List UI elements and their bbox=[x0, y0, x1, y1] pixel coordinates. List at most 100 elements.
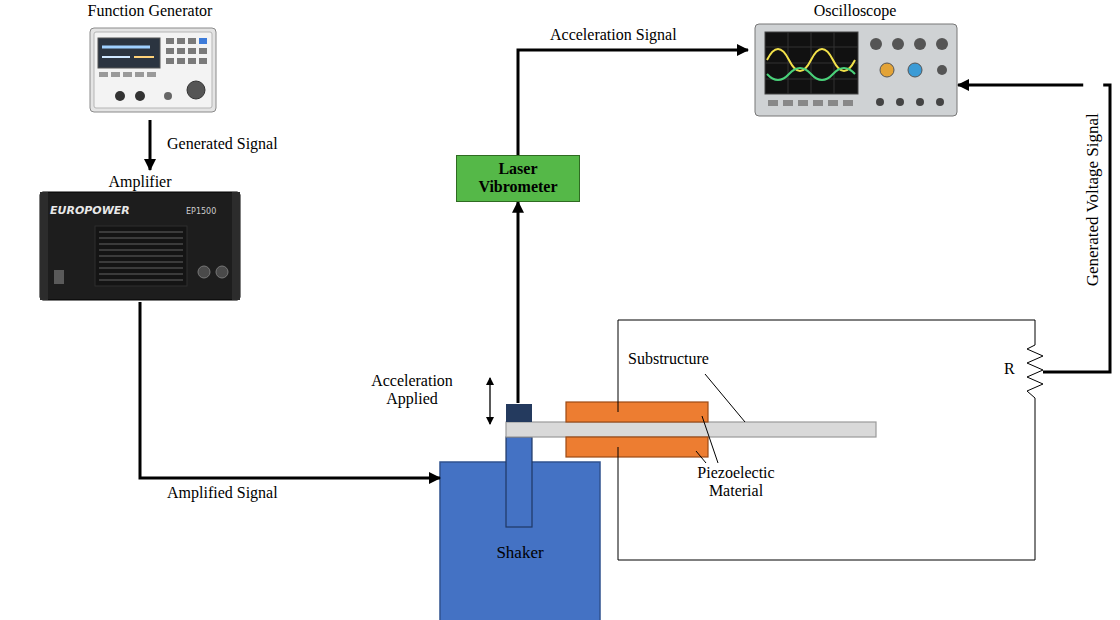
soft-key bbox=[135, 72, 144, 77]
soft-key bbox=[111, 72, 120, 77]
amplifier-case bbox=[40, 192, 240, 300]
circuit-wire bbox=[618, 398, 1035, 560]
brand-text: EUROPOWER bbox=[50, 205, 130, 218]
scope-knob bbox=[914, 38, 926, 50]
amplifier: Amplifier bbox=[38, 170, 242, 302]
signal-label: Generated Voltage Signal bbox=[1083, 50, 1103, 350]
leader-line bbox=[696, 451, 706, 463]
node-text: Laser Vibrometer bbox=[462, 160, 574, 197]
probe-input bbox=[916, 98, 924, 106]
signal-arrow bbox=[518, 50, 748, 155]
circuit-wire bbox=[618, 320, 1035, 412]
signal-arrow bbox=[517, 202, 520, 403]
acceleration-label: Acceleration Applied bbox=[362, 372, 462, 409]
soft-key bbox=[147, 72, 156, 77]
node-text: Shaker bbox=[440, 543, 600, 563]
acceleration-arrow bbox=[489, 378, 490, 424]
scope-button bbox=[768, 100, 778, 106]
key bbox=[188, 48, 196, 54]
key bbox=[199, 58, 207, 64]
probe-input bbox=[936, 98, 944, 106]
key bbox=[188, 38, 196, 44]
generator-screen bbox=[98, 38, 160, 68]
key bbox=[177, 48, 185, 54]
amplifier-picture bbox=[40, 192, 240, 300]
scope-screen bbox=[765, 32, 858, 94]
piezo-layer bbox=[566, 437, 708, 457]
scope-case bbox=[755, 24, 957, 116]
screen-grid bbox=[765, 32, 858, 94]
piezo-layer bbox=[566, 402, 708, 422]
bnc-connector bbox=[135, 91, 145, 101]
part-label: Piezoelectic Material bbox=[686, 464, 786, 501]
clamp-block bbox=[506, 404, 532, 422]
shaker-stem bbox=[506, 437, 532, 527]
node-text: Amplifier bbox=[38, 173, 242, 191]
key bbox=[199, 38, 207, 44]
signal-arrow bbox=[149, 120, 152, 170]
key bbox=[166, 58, 174, 64]
key bbox=[199, 48, 207, 54]
scope-button bbox=[798, 100, 808, 106]
signal-label: Amplified Signal bbox=[165, 484, 280, 502]
scope-button bbox=[783, 100, 793, 106]
probe-input bbox=[876, 98, 884, 106]
model-text: EP1500 bbox=[186, 207, 216, 216]
key bbox=[177, 58, 185, 64]
rack-ear bbox=[40, 192, 48, 300]
key bbox=[188, 58, 196, 64]
generator-panel bbox=[94, 32, 212, 108]
key bbox=[177, 38, 185, 44]
scope-knob bbox=[892, 38, 904, 50]
rack-ear bbox=[232, 192, 240, 300]
resistor-label: R bbox=[1004, 360, 1015, 378]
vent-grille bbox=[95, 226, 187, 286]
resistor-symbol bbox=[1027, 345, 1043, 398]
scope-knob bbox=[936, 38, 948, 50]
scope-knob bbox=[937, 65, 947, 75]
oscilloscope-picture bbox=[755, 24, 957, 116]
signal-label: Generated Signal bbox=[165, 135, 280, 153]
soft-key bbox=[99, 72, 108, 77]
oscilloscope: Oscilloscope bbox=[748, 2, 962, 118]
node-text: Oscilloscope bbox=[748, 2, 962, 20]
dial-knob bbox=[187, 81, 205, 99]
part-label: Substructure bbox=[628, 350, 709, 368]
screen-readout bbox=[134, 56, 154, 58]
scope-button bbox=[813, 100, 823, 106]
shaker-rig bbox=[440, 374, 876, 620]
scope-button bbox=[828, 100, 838, 106]
key bbox=[166, 38, 174, 44]
waveform bbox=[767, 68, 855, 80]
button bbox=[164, 92, 172, 100]
screen-readout bbox=[102, 46, 150, 49]
vent-slots bbox=[99, 232, 183, 280]
scope-knob bbox=[880, 63, 894, 77]
function-generator-picture bbox=[90, 28, 216, 112]
shaker-box: Shaker bbox=[440, 403, 600, 620]
soft-key bbox=[123, 72, 132, 77]
leader-line bbox=[702, 416, 718, 463]
key bbox=[166, 48, 174, 54]
screen-readout bbox=[102, 56, 130, 58]
probe-input bbox=[896, 98, 904, 106]
gain-knob bbox=[198, 266, 210, 278]
substructure-beam bbox=[506, 422, 876, 437]
laser-vibrometer-box: Laser Vibrometer bbox=[456, 155, 580, 202]
power-switch bbox=[54, 270, 64, 284]
scope-knob bbox=[870, 38, 882, 50]
signal-label: Acceleration Signal bbox=[548, 26, 679, 44]
gain-knob bbox=[216, 266, 228, 278]
bnc-connector bbox=[115, 91, 125, 101]
function-generator: Function Generator bbox=[55, 2, 245, 120]
leader-line bbox=[705, 374, 745, 422]
scope-button bbox=[843, 100, 853, 106]
scope-knob bbox=[908, 63, 922, 77]
load-circuit bbox=[618, 320, 1043, 560]
generator-case bbox=[90, 28, 216, 112]
